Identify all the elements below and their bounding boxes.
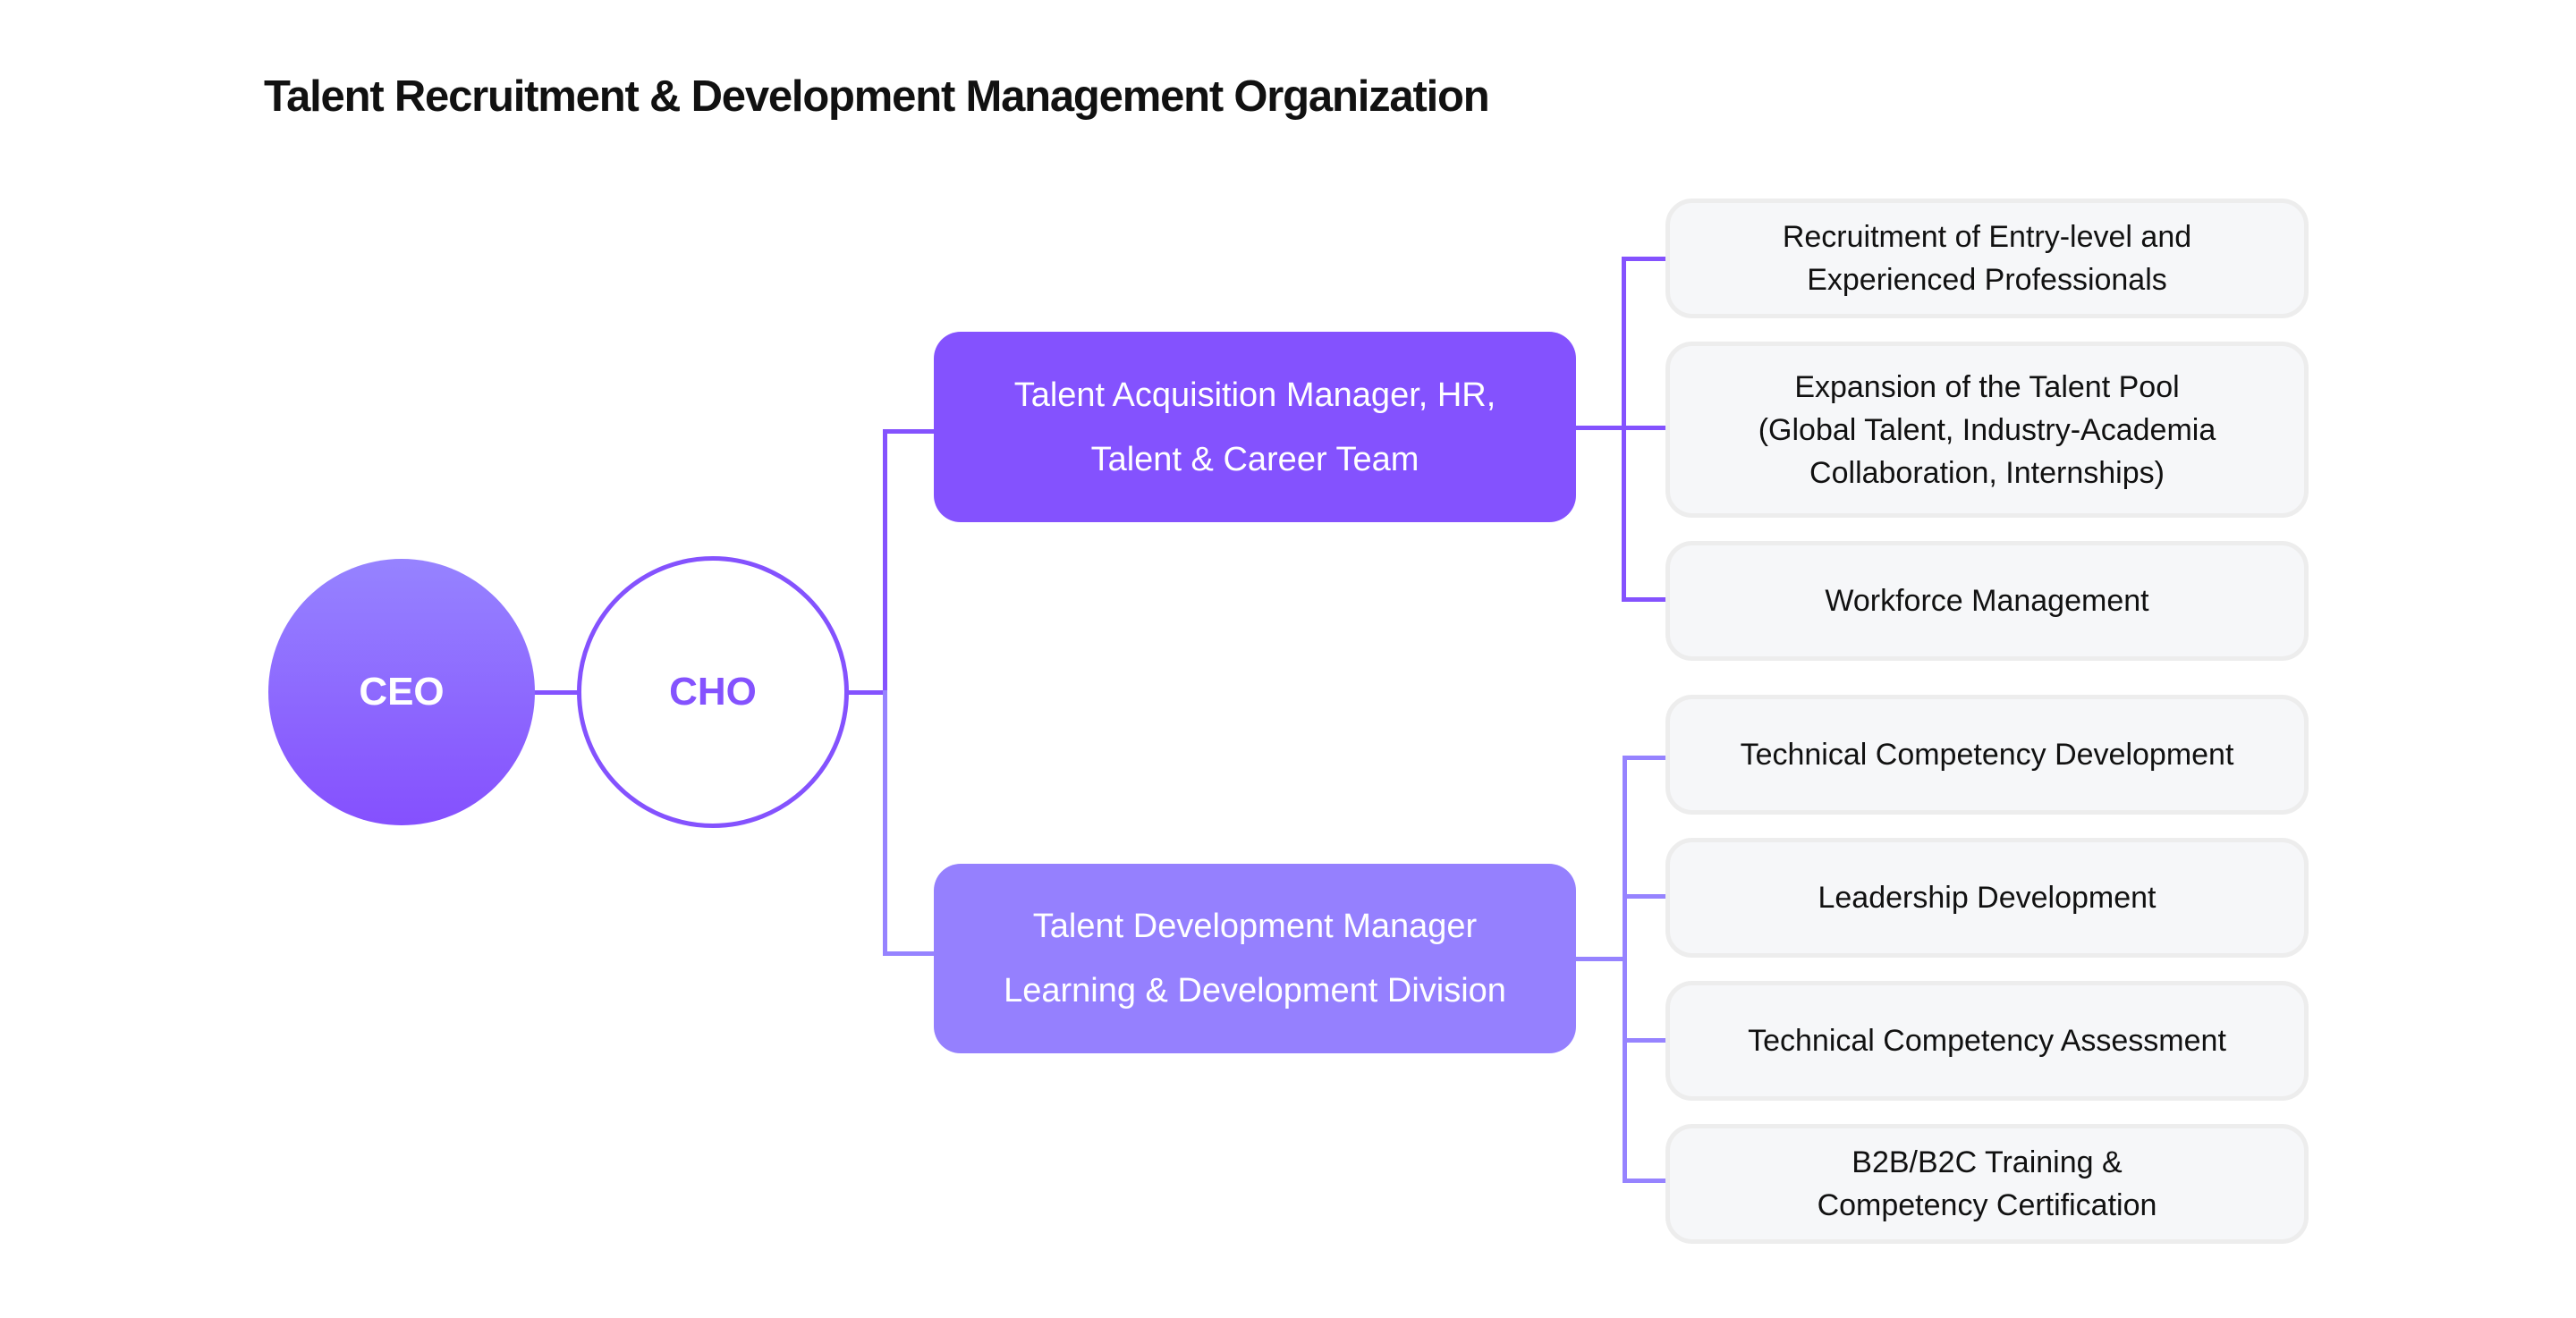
- connector-acquisition-out: [1575, 426, 1624, 430]
- task-technical-competency-assessment: Technical Competency Assessment: [1665, 981, 2309, 1101]
- connector-cho-trunk: [847, 690, 887, 695]
- task-training-certification: B2B/B2C Training & Competency Certificat…: [1665, 1124, 2309, 1244]
- manager-label-line: Talent Acquisition Manager, HR,: [1013, 376, 1496, 414]
- cho-label: CHO: [669, 670, 757, 714]
- task-technical-competency-development: Technical Competency Development: [1665, 695, 2309, 815]
- connector-development-task-2: [1623, 894, 1667, 899]
- ceo-label: CEO: [359, 670, 445, 714]
- page-title: Talent Recruitment & Development Managem…: [264, 72, 1490, 121]
- connector-acquisition-task-2: [1622, 426, 1666, 430]
- task-label-line: Experienced Professionals: [1807, 263, 2167, 297]
- task-label-line: (Global Talent, Industry-Academia: [1758, 412, 2216, 447]
- task-label-line: Workforce Management: [1825, 584, 2149, 618]
- task-label-line: Competency Certification: [1817, 1188, 2157, 1222]
- connector-development-task-4: [1623, 1179, 1667, 1183]
- talent-acquisition-manager-node: Talent Acquisition Manager, HR, Talent &…: [934, 332, 1576, 522]
- connector-trunk-to-acquisition: [883, 429, 935, 434]
- manager-label-line: Talent & Career Team: [1090, 440, 1419, 478]
- task-label-line: Technical Competency Assessment: [1748, 1024, 2226, 1058]
- task-label-line: Technical Competency Development: [1740, 738, 2234, 772]
- task-workforce-management: Workforce Management: [1665, 541, 2309, 661]
- connector-trunk-to-development: [883, 951, 935, 956]
- connector-acquisition-task-1: [1622, 257, 1666, 261]
- connector-development-task-1: [1623, 756, 1667, 760]
- connector-ceo-cho: [533, 690, 580, 695]
- task-label-line: B2B/B2C Training &: [1852, 1145, 2123, 1179]
- task-talent-pool-expansion: Expansion of the Talent Pool (Global Tal…: [1665, 342, 2309, 518]
- task-label-line: Expansion of the Talent Pool: [1794, 369, 2180, 404]
- task-leadership-development: Leadership Development: [1665, 838, 2309, 958]
- task-label-line: Leadership Development: [1818, 881, 2157, 915]
- connector-trunk-vertical-lower: [883, 690, 887, 956]
- task-recruitment: Recruitment of Entry-level and Experienc…: [1665, 199, 2309, 318]
- manager-label-line: Learning & Development Division: [1004, 972, 1506, 1010]
- task-label-line: Recruitment of Entry-level and: [1782, 220, 2192, 254]
- connector-development-out: [1575, 957, 1626, 961]
- talent-development-manager-node: Talent Development Manager Learning & De…: [934, 864, 1576, 1053]
- ceo-node: CEO: [268, 559, 535, 825]
- connector-development-vertical: [1623, 756, 1627, 1183]
- connector-trunk-vertical-upper: [883, 429, 887, 695]
- connector-acquisition-task-3: [1622, 597, 1666, 602]
- connector-development-task-3: [1623, 1038, 1667, 1043]
- manager-label-line: Talent Development Manager: [1032, 908, 1478, 945]
- task-label-line: Collaboration, Internships): [1809, 455, 2165, 490]
- cho-node: CHO: [577, 556, 849, 828]
